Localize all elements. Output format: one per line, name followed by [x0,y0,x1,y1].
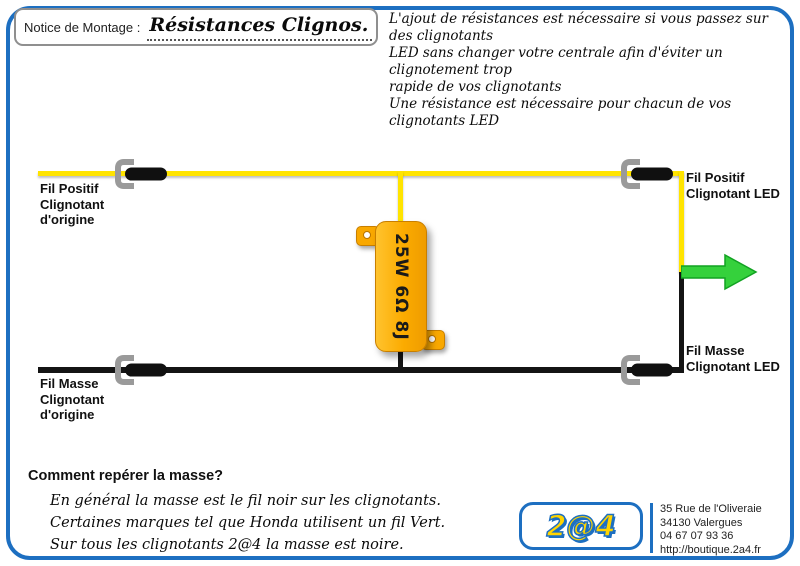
label-left-ground: Fil Masse Clignotant d'origine [40,376,105,422]
shop-url[interactable]: http://boutique.2a4.fr [660,543,761,556]
address-line: 04 67 07 93 36 [660,530,734,542]
ground-howto-heading: Comment repérer la masse? [28,468,224,484]
label-right-positive: Fil Positif Clignotant LED [686,170,780,201]
ground-howto-line: En général la masse est le fil noir sur … [50,493,441,509]
positive-wire-vertical-right [679,171,684,272]
page-border-frame [6,6,794,560]
connector-bottom-left [115,355,167,385]
ground-wire-vertical-right [679,272,684,373]
address-line: 35 Rue de l'Oliveraie [660,503,762,515]
intro-line: LED sans changer votre centrale afin d'é… [389,45,723,78]
label-left-positive: Fil Positif Clignotant d'origine [40,181,105,227]
intro-line: Une résistance est nécessaire pour chacu… [389,96,732,129]
ground-wire-to-resistor [398,346,403,370]
notice-title: Résistances Clignos. [147,14,373,41]
footer-divider [650,503,653,553]
ground-howto-line: Certaines marques tel que Honda utilisen… [50,515,446,531]
connector-bracket [115,159,134,189]
connector-pin [631,167,673,181]
resistor: 25W 6Ω 8J [375,221,427,352]
notice-label: Notice de Montage : [24,19,141,35]
connector-top-left [115,159,167,189]
resistor-rating-label: 25W 6Ω 8J [391,232,411,341]
connector-bottom-right [621,355,673,385]
company-address: 35 Rue de l'Oliveraie 34130 Valergues 04… [660,503,762,557]
positive-wire-horizontal [38,171,684,176]
resistor-mount-tab-top [356,226,380,246]
ground-wire-horizontal [38,367,684,373]
connector-top-right [621,159,673,189]
intro-text: L'ajout de résistances est nécessaire si… [389,11,793,130]
connector-pin [125,167,167,181]
brand-logo: 2@4 [546,508,617,544]
connector-bracket [621,159,640,189]
resistor-mount-hole [428,335,436,343]
label-right-ground: Fil Masse Clignotant LED [686,343,780,374]
led-output-arrow [681,253,758,291]
brand-logo-box: 2@4 [519,502,643,550]
address-line: 34130 Valergues [660,516,743,529]
connector-bracket [621,355,640,385]
ground-howto-text: En général la masse est le fil noir sur … [50,490,445,556]
connector-pin [631,363,673,377]
connector-pin [125,363,167,377]
intro-line: L'ajout de résistances est nécessaire si… [389,11,768,44]
intro-line: rapide de vos clignotants [389,79,562,95]
ground-howto-line: Sur tous les clignotants 2@4 la masse es… [50,537,404,553]
resistor-mount-hole [363,231,371,239]
positive-wire-to-resistor [398,171,403,223]
notice-title-box: Notice de Montage : Résistances Clignos. [14,8,378,46]
arrow-shape [681,253,758,291]
connector-bracket [115,355,134,385]
